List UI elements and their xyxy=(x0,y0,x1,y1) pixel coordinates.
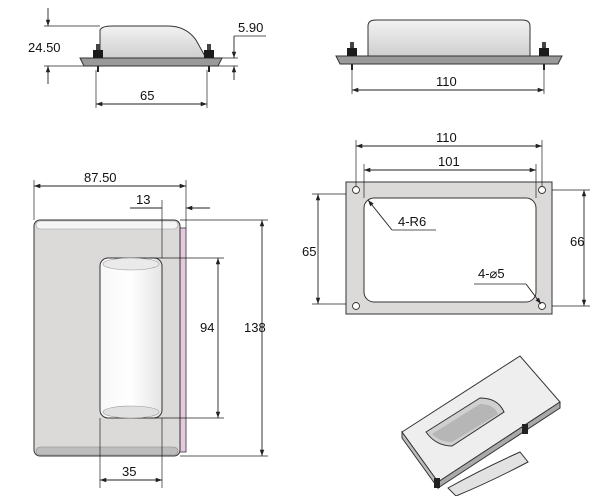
plate-hole-bottom-right xyxy=(538,302,546,310)
side-screw-right xyxy=(204,44,214,72)
dim-lip-label: 5.90 xyxy=(238,20,263,35)
main-view: 87.50 13 94 138 35 xyxy=(33,170,268,488)
dim-inner-width-label: 101 xyxy=(438,154,460,169)
main-top-strip xyxy=(35,220,179,230)
iso-recess-shadow xyxy=(432,404,498,442)
dim-inner-height-label: 66 xyxy=(570,234,584,249)
main-pocket-top-edge xyxy=(102,257,160,271)
plate-hole-top-right xyxy=(538,186,546,194)
side-screw-left xyxy=(93,44,103,72)
side-handle-bump xyxy=(99,25,207,59)
iso-screw-left xyxy=(434,478,440,488)
plate-view: 110 101 65 66 4-R6 4-⌀5 xyxy=(302,130,590,315)
dim-outer-height-label: 65 xyxy=(302,244,316,259)
front-base-plate xyxy=(335,55,563,65)
iso-screw-right xyxy=(522,424,528,434)
iso-handle-underside xyxy=(447,451,529,496)
side-base-plate xyxy=(79,57,223,67)
plate-hole-bottom-left xyxy=(352,302,360,310)
dim-offset-label: 13 xyxy=(136,192,150,207)
dim-width-label: 65 xyxy=(140,88,154,103)
front-handle-bump xyxy=(367,19,531,57)
front-screw-left xyxy=(347,42,357,70)
main-pocket-bottom-edge xyxy=(102,405,160,419)
dim-height-label: 24.50 xyxy=(28,40,61,55)
dim-pocket-width-label: 35 xyxy=(122,464,136,479)
dim-length-label: 110 xyxy=(436,74,457,89)
dim-outer-width-label: 110 xyxy=(436,130,457,145)
plate-cutout xyxy=(363,197,537,303)
main-bottom-strip xyxy=(35,446,179,456)
corner-radius-label: 4-R6 xyxy=(398,214,426,229)
hole-label: 4-⌀5 xyxy=(478,266,505,281)
dim-overall-width-label: 87.50 xyxy=(84,170,117,185)
isometric-view xyxy=(401,355,561,496)
front-screw-right xyxy=(539,42,549,70)
main-pocket xyxy=(99,257,163,419)
side-view: 24.50 5.90 65 xyxy=(28,8,266,108)
dim-pocket-height-label: 94 xyxy=(200,320,214,335)
plate-hole-top-left xyxy=(352,186,360,194)
front-view: 110 xyxy=(335,19,563,94)
dim-overall-height-label: 138 xyxy=(244,320,266,335)
